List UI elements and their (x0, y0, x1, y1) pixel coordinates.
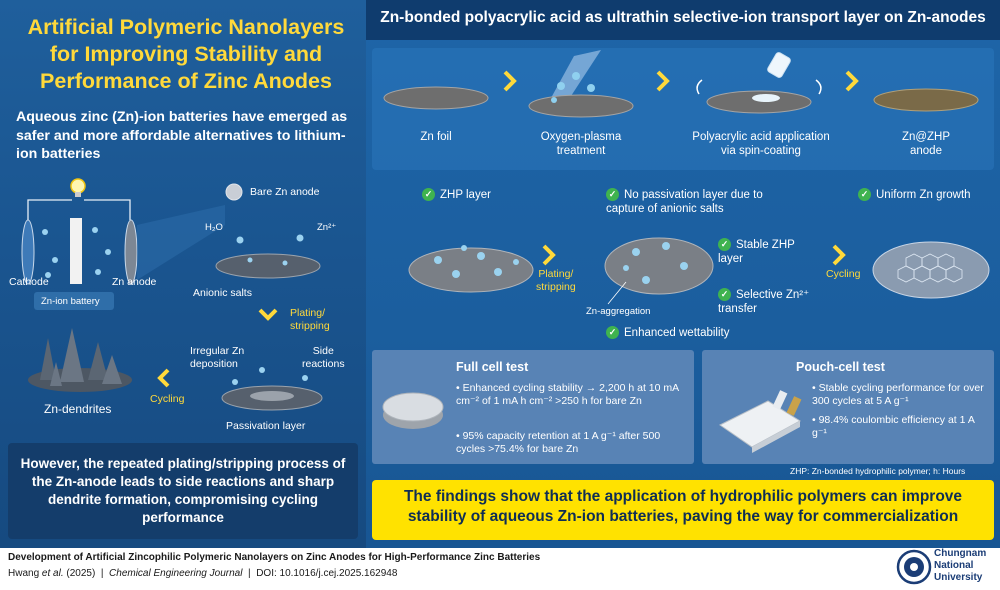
passivation-label: Passivation layer (226, 420, 306, 432)
chevron-right-icon (503, 70, 517, 92)
cathode-label: Cathode (9, 276, 49, 288)
check-uniform-growth: ✓Uniform Zn growth (858, 188, 971, 202)
check-zhp-layer: ✓ZHP layer (422, 188, 491, 202)
check-no-passivation: ✓No passivation layer due to capture of … (606, 188, 763, 215)
cycling-label: Cycling (150, 393, 185, 405)
abbreviation-footnote: ZHP: Zn-bonded hydrophilic polymer; h: H… (790, 466, 966, 476)
pouch-cell-icon (719, 390, 802, 453)
h2o-label: H₂O (205, 222, 223, 233)
aggregation-disc (604, 237, 714, 295)
check-selective-transfer: ✓Selective Zn²⁺ transfer (718, 288, 810, 315)
plating-stripping-label-right: Plating/ stripping (536, 268, 576, 293)
zn2-label: Zn²⁺ (317, 222, 337, 233)
zn-anode-label: Zn anode (112, 276, 157, 288)
step-zhp-anode: Zn@ZHP anode (901, 131, 951, 157)
check-icon: ✓ (606, 188, 619, 202)
chevron-right-icon (845, 70, 859, 92)
conclusion-text: The findings show that the application o… (403, 488, 963, 525)
full-cell-title: Full cell test (456, 360, 529, 374)
problem-text: However, the repeated plating/stripping … (20, 456, 346, 525)
main-title: Artificial Polymeric Nanolayers for Impr… (27, 15, 345, 93)
pouch-cell-title: Pouch-cell test (796, 360, 885, 374)
check-wettability: ✓Enhanced wettability (606, 326, 729, 340)
beaker-icon (767, 52, 791, 78)
pouch-cell-bullet-2: • 98.4% coulombic efficiency at 1 A g⁻¹ (812, 414, 975, 439)
problem-box (8, 443, 358, 539)
paper-title: Development of Artificial Zincophilic Po… (8, 552, 541, 563)
coin-cell-icon (382, 392, 444, 429)
side-reactions-label: Side reactions (302, 345, 345, 370)
chevron-down-icon (258, 308, 278, 321)
doi-link[interactable]: DOI: 10.1016/j.cej.2025.162948 (256, 568, 398, 579)
step-spin-coating: Polyacrylic acid application via spin-co… (692, 131, 830, 157)
anionic-salts-label: Anionic salts (193, 287, 252, 299)
rotate-right-icon (815, 79, 822, 95)
mechanism-illustration (408, 237, 990, 305)
anode-plate (124, 219, 138, 285)
citation: Hwang et al. (2025) | Chemical Engineeri… (8, 568, 398, 579)
rotate-left-icon (696, 79, 703, 95)
bare-anode-disc (225, 183, 243, 201)
subtitle: Aqueous zinc (Zn)-ion batteries have eme… (16, 109, 348, 162)
process-box (372, 48, 994, 170)
chevron-left-icon (157, 368, 170, 388)
right-title: Zn-bonded polyacrylic acid as ultrathin … (380, 9, 986, 26)
university-name: Chungnam National University (934, 548, 987, 583)
check-icon: ✓ (718, 288, 731, 302)
check-icon: ✓ (422, 188, 435, 202)
lightbulb-icon (70, 178, 86, 197)
battery-label: Zn-ion battery (41, 296, 100, 307)
zhp-disc (408, 247, 534, 293)
zhp-anode-disc (873, 88, 979, 112)
check-icon: ✓ (606, 326, 619, 340)
anode-surface-disc (215, 253, 321, 279)
irregular-deposition-label: Irregular Zn deposition (190, 345, 245, 370)
full-cell-bullet-2: • 95% capacity retention at 1 A g⁻¹ afte… (456, 430, 661, 455)
plasma-disc (528, 94, 634, 118)
battery-label-box (34, 292, 114, 310)
process-illustration (383, 50, 979, 118)
dendrites-label: Zn-dendrites (44, 402, 112, 416)
right-title-band (366, 0, 1000, 40)
journal-link[interactable]: Chemical Engineering Journal (109, 568, 243, 579)
cathode-plate (21, 219, 35, 285)
dendrites-illustration (28, 328, 132, 392)
check-icon: ✓ (718, 238, 731, 252)
left-panel: Artificial Polymeric Nanolayers for Impr… (0, 0, 366, 548)
zn-foil-disc (383, 86, 489, 110)
plating-stripping-label: Plating/ stripping (290, 307, 330, 332)
zn-aggregation-label: Zn-aggregation (586, 306, 651, 317)
university-seal-logo (896, 549, 932, 585)
chevron-right-icon (832, 244, 846, 266)
check-stable-layer: ✓Stable ZHP layer (718, 238, 795, 265)
bare-anode-label: Bare Zn anode (250, 186, 320, 198)
spin-coat-disc (706, 90, 812, 114)
chevron-right-icon (542, 244, 556, 266)
step-zn-foil: Zn foil (420, 131, 452, 143)
step-plasma: Oxygen-plasma treatment (540, 131, 622, 157)
separator (70, 218, 82, 284)
check-icon: ✓ (858, 188, 871, 202)
pouch-cell-bullet-1: • Stable cycling performance for over 30… (812, 382, 984, 407)
conclusion-box (372, 480, 994, 540)
battery-schematic (21, 178, 323, 411)
full-cell-bullet-1: • Enhanced cycling stability → 2,200 h a… (456, 382, 679, 407)
uniform-growth-disc (872, 241, 990, 299)
cycling-label-right: Cycling (826, 268, 861, 280)
chevron-right-icon (656, 70, 670, 92)
right-panel: Zn-bonded polyacrylic acid as ultrathin … (366, 0, 1000, 548)
